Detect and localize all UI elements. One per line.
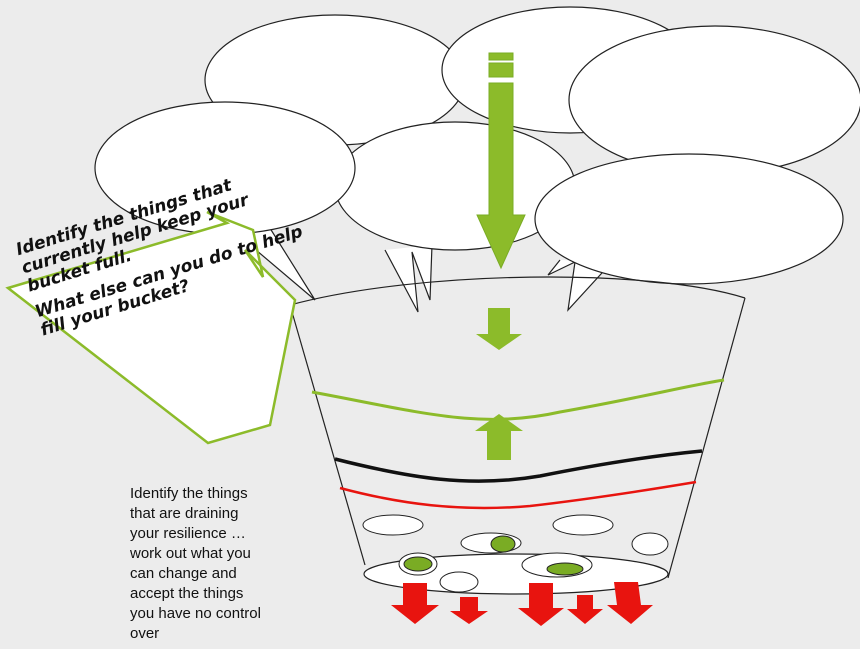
red-level-line xyxy=(340,482,696,508)
black-level-line xyxy=(335,451,702,481)
drain-note: Identify the things that are draining yo… xyxy=(130,484,310,644)
speech-bubble-right xyxy=(535,154,843,310)
red-drain-arrow xyxy=(450,597,488,624)
green-up-arrow xyxy=(475,414,523,460)
hole xyxy=(632,533,668,555)
green-down-arrow xyxy=(476,308,522,350)
green-level-line xyxy=(312,380,724,419)
green-filled-hole xyxy=(404,557,432,571)
hole xyxy=(363,515,423,535)
speech-bubble-top-right xyxy=(569,26,860,174)
red-drain-arrow xyxy=(567,595,603,624)
green-filled-hole xyxy=(547,563,583,575)
hole xyxy=(553,515,613,535)
green-filled-hole xyxy=(491,536,515,552)
hole xyxy=(440,572,478,592)
